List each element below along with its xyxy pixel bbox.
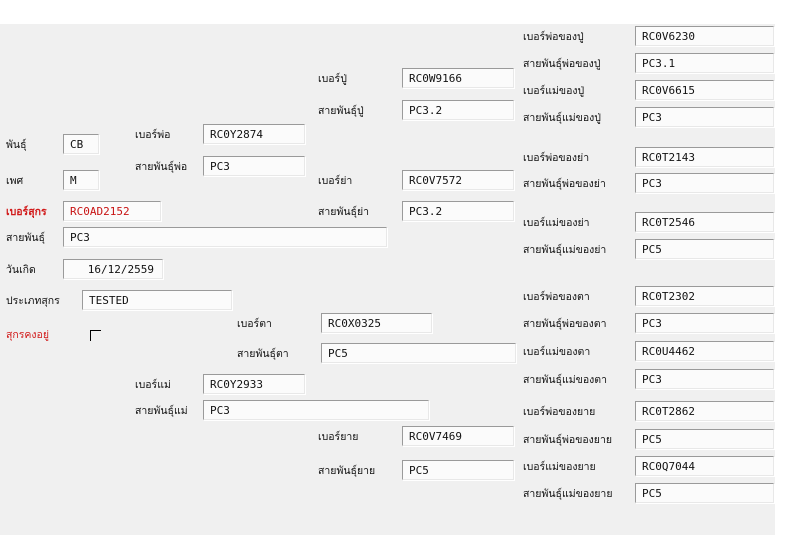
sex-label: เพศ — [6, 170, 24, 192]
great-label: สายพันธุ์แม่ของปู่ — [523, 107, 601, 129]
sire-line-field[interactable]: PC3 — [203, 156, 305, 176]
great-label: เบอร์แม่ของย่า — [523, 212, 590, 234]
type-field[interactable]: TESTED — [82, 290, 232, 310]
breed-label: พันธุ์ — [6, 134, 27, 156]
maternal-grandmother-no-field[interactable]: RC0V7469 — [402, 426, 514, 446]
great-value-field[interactable]: RC0Q7044 — [635, 456, 774, 476]
dam-line-field[interactable]: PC3 — [203, 400, 429, 420]
great-label: เบอร์แม่ของตา — [523, 341, 591, 363]
great-label: สายพันธุ์พ่อของย่า — [523, 173, 606, 195]
paternal-grandfather-no-field[interactable]: RC0W9166 — [402, 68, 514, 88]
paternal-grandmother-no-field[interactable]: RC0V7572 — [402, 170, 514, 190]
birth-label: วันเกิด — [6, 259, 36, 281]
dam-no-field[interactable]: RC0Y2933 — [203, 374, 305, 394]
great-value-field[interactable]: PC5 — [635, 483, 774, 503]
maternal-grandfather-line-label: สายพันธุ์ตา — [237, 343, 289, 365]
alive-checkbox[interactable] — [90, 330, 101, 341]
sire-no-field[interactable]: RC0Y2874 — [203, 124, 305, 144]
birth-date-field[interactable]: 16/12/2559 — [63, 259, 163, 279]
great-value-field[interactable]: PC5 — [635, 239, 774, 259]
great-value-field[interactable]: PC3 — [635, 107, 774, 127]
great-value-field[interactable]: PC3.1 — [635, 53, 774, 73]
line-field[interactable]: PC3 — [63, 227, 387, 247]
great-value-field[interactable]: RC0T2143 — [635, 147, 774, 167]
great-value-field[interactable]: RC0T2546 — [635, 212, 774, 232]
paternal-grandfather-line-label: สายพันธุ์ปู่ — [318, 100, 364, 122]
paternal-grandmother-line-field[interactable]: PC3.2 — [402, 201, 514, 221]
maternal-grandmother-no-label: เบอร์ยาย — [318, 426, 359, 448]
dam-line-label: สายพันธุ์แม่ — [135, 400, 188, 422]
great-value-field[interactable]: PC3 — [635, 173, 774, 193]
alive-label: สุกรคงอยู่ — [6, 324, 50, 346]
pig-no-label: เบอร์สุกร — [6, 201, 47, 223]
great-value-field[interactable]: PC3 — [635, 313, 774, 333]
type-label: ประเภทสุกร — [6, 290, 60, 312]
great-label: เบอร์พ่อของยาย — [523, 401, 596, 423]
great-label: เบอร์พ่อของย่า — [523, 147, 590, 169]
paternal-grandfather-no-label: เบอร์ปู่ — [318, 68, 347, 90]
sex-field[interactable]: M — [63, 170, 99, 190]
great-label: สายพันธุ์แม่ของยาย — [523, 483, 613, 505]
great-label: เบอร์แม่ของยาย — [523, 456, 596, 478]
maternal-grandfather-no-label: เบอร์ตา — [237, 313, 272, 335]
sire-line-label: สายพันธุ์พ่อ — [135, 156, 188, 178]
paternal-grandmother-no-label: เบอร์ย่า — [318, 170, 353, 192]
great-value-field[interactable]: PC3 — [635, 369, 774, 389]
pig-no-field[interactable]: RC0AD2152 — [63, 201, 161, 221]
paternal-grandfather-line-field[interactable]: PC3.2 — [402, 100, 514, 120]
great-value-field[interactable]: RC0T2862 — [635, 401, 774, 421]
great-value-field[interactable]: RC0T2302 — [635, 286, 774, 306]
great-label: เบอร์พ่อของปู่ — [523, 26, 584, 48]
great-label: สายพันธุ์พ่อของปู่ — [523, 53, 601, 75]
great-value-field[interactable]: RC0V6230 — [635, 26, 774, 46]
great-label: สายพันธุ์แม่ของตา — [523, 369, 607, 391]
paternal-grandmother-line-label: สายพันธุ์ย่า — [318, 201, 370, 223]
great-label: เบอร์แม่ของปู่ — [523, 80, 585, 102]
maternal-grandfather-line-field[interactable]: PC5 — [321, 343, 516, 363]
line-label: สายพันธุ์ — [6, 227, 45, 249]
maternal-grandfather-no-field[interactable]: RC0X0325 — [321, 313, 432, 333]
great-label: สายพันธุ์พ่อของยาย — [523, 429, 613, 451]
sire-no-label: เบอร์พ่อ — [135, 124, 171, 146]
great-label: เบอร์พ่อของตา — [523, 286, 590, 308]
dam-no-label: เบอร์แม่ — [135, 374, 171, 396]
maternal-grandmother-line-label: สายพันธุ์ยาย — [318, 460, 376, 482]
great-value-field[interactable]: PC5 — [635, 429, 774, 449]
great-value-field[interactable]: RC0U4462 — [635, 341, 774, 361]
great-value-field[interactable]: RC0V6615 — [635, 80, 774, 100]
maternal-grandmother-line-field[interactable]: PC5 — [402, 460, 514, 480]
breed-field[interactable]: CB — [63, 134, 99, 154]
great-label: สายพันธุ์แม่ของย่า — [523, 239, 607, 261]
great-label: สายพันธุ์พ่อของตา — [523, 313, 607, 335]
